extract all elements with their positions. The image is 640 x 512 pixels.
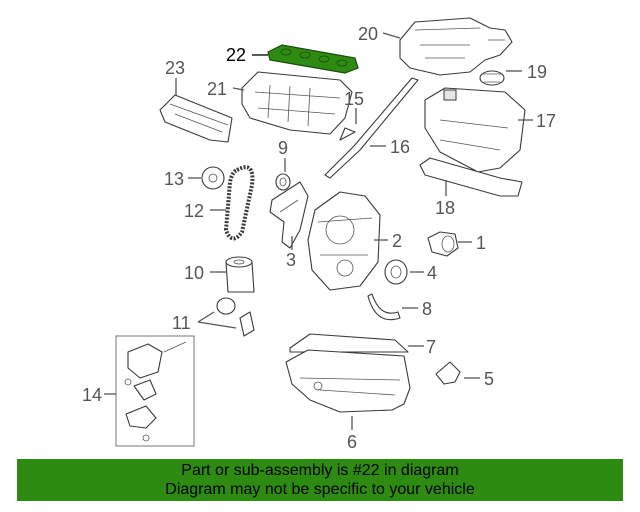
part-19-oil-filler-cap[interactable] [479,70,505,86]
callout-17[interactable]: 17 [536,111,556,131]
callout-3[interactable]: 3 [286,250,296,270]
callout-7[interactable]: 7 [426,337,436,357]
callout-21[interactable]: 21 [207,79,227,99]
part-14-oil-pump-assembly[interactable] [115,335,195,447]
part-6-oil-pan[interactable] [285,349,411,413]
callout-18[interactable]: 18 [435,198,455,218]
callout-14[interactable]: 14 [82,385,102,405]
callout-5[interactable]: 5 [484,369,494,389]
part-1-crank-damper[interactable] [427,231,459,257]
part-18-valve-cover-gasket[interactable] [419,157,523,197]
part-20-upper-intake-manifold[interactable] [399,17,513,76]
callout-22[interactable]: 22 [226,45,246,65]
part-9-seal[interactable] [275,173,291,191]
callout-8[interactable]: 8 [422,299,432,319]
part-22-intake-gasket[interactable] [267,44,359,74]
part-21-lower-intake-manifold[interactable] [241,71,353,135]
callout-13[interactable]: 13 [164,169,184,189]
part-2-front-cover[interactable] [307,191,381,291]
callout-2[interactable]: 2 [392,231,402,251]
part-16-dipstick-tube[interactable] [324,77,419,179]
part-5-bracket[interactable] [435,361,461,385]
part-15-dipstick[interactable] [339,127,356,141]
callout-10[interactable]: 10 [184,263,204,283]
callout-1[interactable]: 1 [476,233,486,253]
part-4-front-seal[interactable] [384,259,408,285]
callout-4[interactable]: 4 [427,263,437,283]
callout-15[interactable]: 15 [344,89,364,109]
callout-11[interactable]: 11 [172,313,191,333]
callout-23[interactable]: 23 [165,58,185,78]
part-8-gasket[interactable] [367,293,401,321]
notice-banner: Part or sub-assembly is #22 in diagram D… [17,459,623,501]
callout-9[interactable]: 9 [278,138,288,158]
part-11-sensors[interactable] [216,297,255,337]
leader-21 [232,87,245,91]
callout-19[interactable]: 19 [527,62,547,82]
part-17-valve-cover[interactable] [424,87,526,173]
leader-11 [197,311,237,329]
part-3-chain-guide[interactable] [269,181,309,249]
callout-16[interactable]: 16 [390,137,410,157]
part-23-fuel-rail-cover[interactable] [159,94,233,143]
banner-line-2: Diagram may not be specific to your vehi… [165,481,475,498]
callout-20[interactable]: 20 [358,24,378,44]
leader-20 [382,32,401,39]
part-13-sprocket[interactable] [201,166,225,190]
callout-6[interactable]: 6 [347,432,357,452]
part-7-oil-pan-gasket[interactable] [289,333,409,353]
part-12-timing-chain[interactable] [224,165,255,241]
callout-12[interactable]: 12 [184,201,204,221]
part-10-oil-filter[interactable] [225,256,255,293]
banner-line-1: Part or sub-assembly is #22 in diagram [181,462,459,479]
